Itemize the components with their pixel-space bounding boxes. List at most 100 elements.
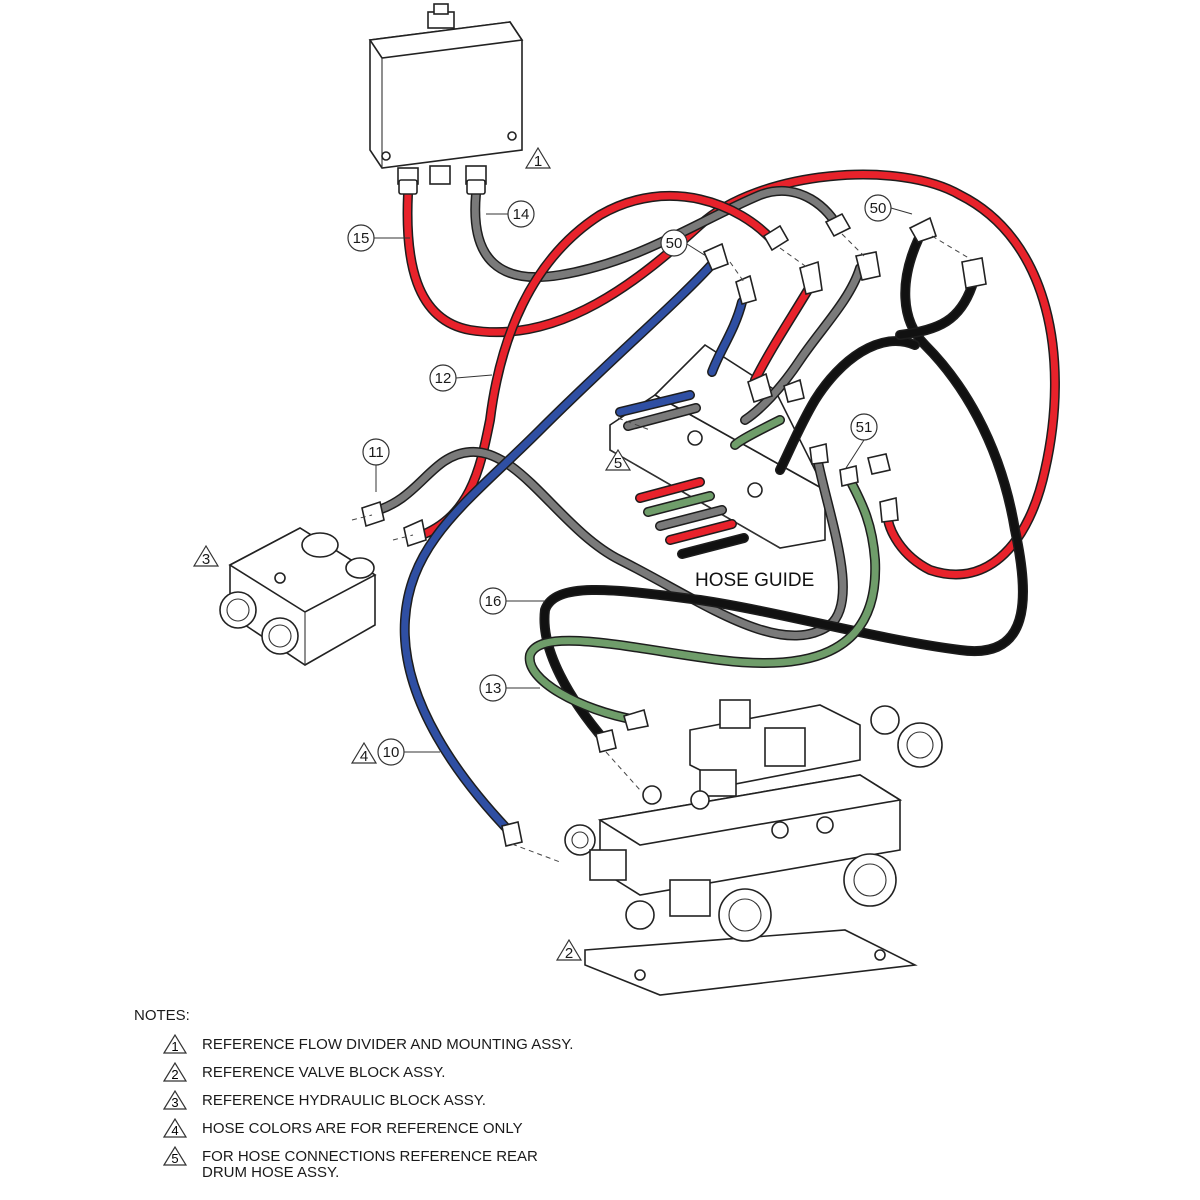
note-item: 5 FOR HOSE CONNECTIONS REFERENCE REAR DR… bbox=[134, 1145, 834, 1189]
note-text: REFERENCE HYDRAULIC BLOCK ASSY. bbox=[202, 1092, 486, 1109]
guide-stub-black bbox=[677, 533, 749, 559]
hydraulic-hose-diagram: 15 14 50 50 12 11 51 16 13 10 1 3 5 4 2 … bbox=[192, 3, 1060, 996]
callout-15: 15 bbox=[353, 230, 370, 247]
note-triangle: 5 bbox=[162, 1145, 188, 1166]
hose-upper-black bbox=[775, 336, 920, 475]
hose-fittings bbox=[361, 179, 987, 847]
fitting bbox=[879, 496, 899, 523]
hose-guide-blue bbox=[707, 297, 747, 377]
note-item: 2 REFERENCE VALVE BLOCK ASSY. bbox=[134, 1061, 834, 1093]
fitting bbox=[961, 257, 987, 289]
fitting bbox=[799, 260, 823, 295]
reference-2: 2 bbox=[565, 945, 573, 962]
guide-stub-gray-2 bbox=[623, 403, 701, 431]
fitting bbox=[908, 216, 938, 243]
fitting bbox=[403, 518, 427, 548]
hose-15 bbox=[402, 169, 1060, 580]
callout-bubble bbox=[864, 194, 892, 222]
fitting bbox=[824, 212, 852, 238]
callout-bubble bbox=[479, 674, 507, 702]
note-text: HOSE COLORS ARE FOR REFERENCE ONLY bbox=[202, 1120, 523, 1137]
svg-text:5: 5 bbox=[171, 1151, 178, 1166]
reference-triangle bbox=[192, 544, 220, 567]
fitting bbox=[783, 378, 805, 403]
hose-14 bbox=[470, 185, 843, 283]
callout-12: 12 bbox=[435, 370, 452, 387]
note-triangle: 4 bbox=[162, 1117, 188, 1138]
hose-guide-black bbox=[895, 281, 977, 340]
hose-guide-label: HOSE GUIDE bbox=[695, 570, 814, 591]
notes-heading: NOTES: bbox=[134, 1007, 190, 1024]
hose-guide-green bbox=[730, 415, 785, 450]
callout-bubble bbox=[429, 364, 457, 392]
callout-bubble bbox=[507, 200, 535, 228]
reference-triangle bbox=[555, 938, 583, 961]
fitting bbox=[623, 708, 649, 731]
callout-14: 14 bbox=[513, 206, 530, 223]
hose-guide-gray bbox=[740, 263, 865, 425]
hose-guide-red bbox=[750, 285, 813, 385]
callout-bubble bbox=[362, 438, 390, 466]
guide-stub-blue bbox=[615, 390, 695, 417]
reference-4: 4 bbox=[360, 748, 368, 765]
callout-10: 10 bbox=[383, 744, 400, 761]
note-item: 1 REFERENCE FLOW DIVIDER AND MOUNTING AS… bbox=[134, 1033, 834, 1065]
fitting bbox=[398, 179, 418, 195]
flow-divider-assembly bbox=[368, 3, 524, 185]
fitting bbox=[855, 251, 881, 281]
fitting bbox=[839, 465, 859, 487]
fitting bbox=[809, 443, 829, 465]
callout-bubble bbox=[850, 413, 878, 441]
callout-bubble bbox=[377, 738, 405, 766]
fitting bbox=[361, 500, 385, 528]
fitting bbox=[735, 274, 757, 305]
svg-text:4: 4 bbox=[171, 1123, 178, 1138]
svg-text:3: 3 bbox=[171, 1095, 178, 1110]
alignment-lines bbox=[351, 233, 973, 863]
callouts: 15 14 50 50 12 11 51 16 13 10 1 3 5 4 2 … bbox=[192, 146, 913, 962]
notes-section: NOTES: 1 REFERENCE FLOW DIVIDER AND MOUN… bbox=[134, 1008, 834, 1189]
reference-1: 1 bbox=[534, 153, 542, 170]
note-text: REFERENCE VALVE BLOCK ASSY. bbox=[202, 1064, 446, 1081]
guide-stub-red-2 bbox=[665, 519, 737, 545]
callout-13: 13 bbox=[485, 680, 502, 697]
svg-text:1: 1 bbox=[171, 1039, 178, 1054]
callout-bubble bbox=[479, 587, 507, 615]
reference-triangle bbox=[604, 448, 632, 471]
note-triangle: 3 bbox=[162, 1089, 188, 1110]
note-text: REFERENCE FLOW DIVIDER AND MOUNTING ASSY… bbox=[202, 1036, 574, 1053]
reference-3: 3 bbox=[202, 551, 210, 568]
note-triangle: 2 bbox=[162, 1061, 188, 1082]
hydraulic-block-assembly bbox=[219, 527, 377, 666]
fitting bbox=[595, 729, 617, 753]
note-text: FOR HOSE CONNECTIONS REFERENCE REAR DRUM… bbox=[202, 1148, 538, 1181]
fitting bbox=[747, 372, 773, 404]
valve-block-assembly bbox=[564, 699, 943, 996]
callout-11: 11 bbox=[368, 444, 384, 461]
hose-layer bbox=[367, 169, 1060, 839]
hose-16 bbox=[539, 235, 1028, 747]
hose-12 bbox=[409, 190, 777, 543]
callout-50-left: 50 bbox=[666, 235, 683, 252]
callout-bubble bbox=[347, 224, 375, 252]
callout-51: 51 bbox=[856, 419, 873, 436]
reference-triangle bbox=[524, 146, 552, 169]
note-item: 4 HOSE COLORS ARE FOR REFERENCE ONLY bbox=[134, 1117, 834, 1149]
hose-11 bbox=[367, 446, 848, 641]
guide-stub-gray bbox=[655, 505, 727, 531]
note-item: 3 REFERENCE HYDRAULIC BLOCK ASSY. bbox=[134, 1089, 834, 1121]
guide-stub-red bbox=[635, 477, 705, 503]
reference-5: 5 bbox=[614, 455, 622, 472]
hose-13 bbox=[524, 475, 881, 725]
fitting bbox=[867, 453, 891, 475]
fitting bbox=[466, 179, 486, 195]
reference-triangle bbox=[350, 741, 378, 764]
callout-16: 16 bbox=[485, 593, 502, 610]
callout-50-right: 50 bbox=[870, 200, 887, 217]
svg-text:2: 2 bbox=[171, 1067, 178, 1082]
fitting bbox=[762, 224, 790, 252]
hose-10 bbox=[399, 257, 719, 839]
fitting bbox=[702, 242, 729, 272]
callout-bubble bbox=[660, 229, 688, 257]
fitting bbox=[501, 821, 523, 847]
